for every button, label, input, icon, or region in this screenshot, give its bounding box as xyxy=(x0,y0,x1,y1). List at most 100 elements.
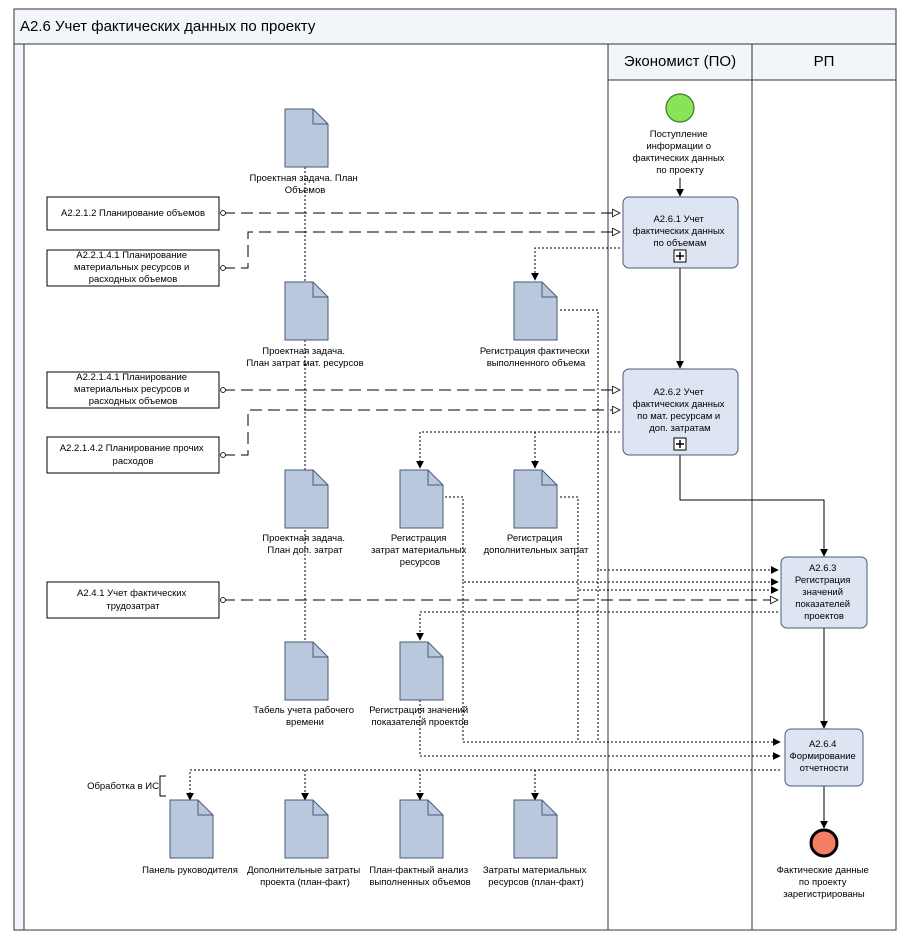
task-label-line: проектов xyxy=(804,611,844,622)
task-label-line: по объемам xyxy=(653,238,706,249)
document-plan-volumes[interactable]: Проектная задача. План Объемов xyxy=(250,108,361,196)
document-plan-additional-costs[interactable]: Проектная задача. План доп. затрат xyxy=(262,469,347,556)
annotation-label: Обработка в ИС xyxy=(87,781,159,792)
document-label-line: затрат материальных xyxy=(371,545,467,556)
ref-label-line: расходных объемов xyxy=(89,274,178,285)
svg-text:A2.6.4 Формирование: A2.6.4 Формирование отчетности xyxy=(790,739,859,774)
svg-text:Затраты материальных рес: Затраты материальных ресурсов (план-факт… xyxy=(483,865,589,888)
svg-text:Регистрация фактически в: Регистрация фактически выполненного объе… xyxy=(480,346,592,369)
external-ref-a2-2-1-4-2[interactable]: A2.2.1.4.2 Планирование прочих расходов xyxy=(46,436,220,474)
svg-text:A2.2.1.4.1 Планирование: A2.2.1.4.1 Планирование материальных рес… xyxy=(74,372,192,407)
ref-label-line: A2.4.1 Учет фактических xyxy=(77,588,187,599)
svg-text:Регистрация дополнительн: Регистрация дополнительных затрат xyxy=(484,533,589,556)
document-label-line: Объемов xyxy=(285,185,326,196)
end-event[interactable]: Фактические данные по проекту зарегистри… xyxy=(777,828,872,900)
connectors xyxy=(186,167,828,829)
task-a2-6-3[interactable]: A2.6.3 Регистрация значений показателей … xyxy=(780,556,868,629)
task-label-line: доп. затратам xyxy=(649,423,710,434)
start-event-label-line: Поступление xyxy=(650,129,708,140)
document-label-line: План доп. затрат xyxy=(267,545,343,556)
start-event[interactable]: Поступление информации о фактических дан… xyxy=(633,93,727,176)
svg-text:Регистрация значений пок: Регистрация значений показателей проекто… xyxy=(369,705,471,728)
svg-text:План-фактный анализ выпо: План-фактный анализ выполненных объемов xyxy=(369,865,470,888)
task-label-line: Регистрация xyxy=(795,575,851,586)
document-plan-fact-volumes-analysis[interactable]: План-фактный анализ выполненных объемов xyxy=(369,799,471,888)
task-label-line: отчетности xyxy=(800,763,849,774)
svg-text:Фактические данные по пр: Фактические данные по проекту зарегистри… xyxy=(777,865,872,900)
document-material-costs-registration[interactable]: Регистрация затрат материальных ресурсов xyxy=(371,469,469,568)
svg-text:Поступление информации о: Поступление информации о фактических дан… xyxy=(633,129,727,176)
external-ref-a2-4-1[interactable]: A2.4.1 Учет фактических трудозатрат xyxy=(46,581,220,619)
document-additional-costs-plan-fact[interactable]: Дополнительные затраты проекта (план-фак… xyxy=(247,799,363,888)
document-label-line: Регистрация xyxy=(507,533,563,544)
svg-text:Панель руководителя: Панель руководителя xyxy=(142,865,238,876)
subprocess-plus-icon[interactable] xyxy=(673,249,687,263)
end-event-label-line: зарегистрированы xyxy=(783,889,865,900)
svg-text:Проектная задача. План д: Проектная задача. План доп. затрат xyxy=(262,533,347,556)
lanes: Экономист (ПО) РП xyxy=(607,43,897,930)
task-label-line: A2.6.2 Учет xyxy=(653,387,704,398)
document-plan-material-costs[interactable]: Проектная задача. План затрат мат. ресур… xyxy=(246,281,364,369)
svg-text:Проектная задача. План О: Проектная задача. План Объемов xyxy=(250,173,361,196)
svg-text:Дополнительные затраты п: Дополнительные затраты проекта (план-фак… xyxy=(247,865,363,888)
document-label-line: Затраты материальных xyxy=(483,865,587,876)
document-label-line: Регистрация фактически xyxy=(480,346,590,357)
document-label-line: Панель руководителя xyxy=(142,865,238,876)
task-label-line: Формирование xyxy=(790,751,856,762)
task-label-line: значений xyxy=(802,587,843,598)
document-label-line: Дополнительные затраты xyxy=(247,865,360,876)
svg-text:A2.4.1 Учет фактических: A2.4.1 Учет фактических трудозатрат xyxy=(77,588,189,612)
document-label-line: Регистрация xyxy=(391,533,447,544)
svg-text:A2.6.3 Регистрация: A2.6.3 Регистрация значений показателей … xyxy=(795,563,853,622)
task-label-line: показателей xyxy=(795,599,850,610)
external-ref-a2-2-1-4-1[interactable]: A2.2.1.4.1 Планирование материальных рес… xyxy=(46,249,220,287)
ref-label-line: A2.2.1.4.1 Планирование xyxy=(76,372,187,383)
pool-title: A2.6 Учет фактических данных по проекту xyxy=(20,18,316,35)
svg-text:A2.2.1.2 Планирование объемов: A2.2.1.2 Планирование объемов xyxy=(61,208,205,219)
ref-label-line: расходных объемов xyxy=(89,396,178,407)
document-indicator-values-registration[interactable]: Регистрация значений показателей проекто… xyxy=(369,641,471,728)
svg-text:A2.6.1 Учет фактических: A2.6.1 Учет фактических данных по объема… xyxy=(633,214,727,249)
svg-text:A2.2.1.4.1 Планирование: A2.2.1.4.1 Планирование материальных рес… xyxy=(74,250,192,285)
ref-label-line: A2.2.1.4.2 Планирование прочих xyxy=(60,443,204,454)
lane-title-economist: Экономист (ПО) xyxy=(624,53,736,70)
task-label-line: по мат. ресурсам и xyxy=(637,411,720,422)
document-label-line: выполненного объема xyxy=(487,358,586,369)
end-event-label-line: Фактические данные xyxy=(777,865,869,876)
task-label-line: A2.6.4 xyxy=(809,739,836,750)
ref-label-line: трудозатрат xyxy=(106,601,160,612)
ref-label-line: материальных ресурсов и xyxy=(74,262,189,273)
document-label-line: выполненных объемов xyxy=(369,877,470,888)
document-label-line: План затрат мат. ресурсов xyxy=(246,358,363,369)
start-event-label-line: фактических данных xyxy=(633,153,725,164)
document-label-line: времени xyxy=(286,717,324,728)
document-label-line: ресурсов xyxy=(400,557,440,568)
document-label-line: План-фактный анализ xyxy=(369,865,468,876)
document-label-line: проекта (план-факт) xyxy=(260,877,350,888)
svg-text:A2.2.1.4.2 Планирование прочих: A2.2.1.4.2 Планирование прочих расходов xyxy=(60,443,207,467)
ref-label-line: расходов xyxy=(113,456,154,467)
document-additional-costs-registration[interactable]: Регистрация дополнительных затрат xyxy=(484,469,589,556)
ref-label-line: материальных ресурсов и xyxy=(74,384,189,395)
document-label-line: Регистрация значений xyxy=(369,705,468,716)
document-label-line: Проектная задача. План xyxy=(250,173,358,184)
external-ref-a2-2-1-4-1-second[interactable]: A2.2.1.4.1 Планирование материальных рес… xyxy=(46,371,220,409)
document-manager-dashboard[interactable]: Панель руководителя xyxy=(142,799,238,876)
document-timesheet[interactable]: Табель учета рабочего времени xyxy=(253,641,356,728)
document-material-costs-plan-fact[interactable]: Затраты материальных ресурсов (план-факт… xyxy=(483,799,589,888)
task-label-line: A2.6.3 xyxy=(809,563,836,574)
document-label-line: ресурсов (план-факт) xyxy=(488,877,584,888)
document-actual-volume-registration[interactable]: Регистрация фактически выполненного объе… xyxy=(480,281,592,369)
task-a2-6-2[interactable]: A2.6.2 Учет фактических данных по мат. р… xyxy=(622,368,739,456)
external-ref-a2-2-1-2[interactable]: A2.2.1.2 Планирование объемов xyxy=(46,196,220,231)
task-label-line: фактических данных xyxy=(633,226,725,237)
svg-text:A2.6.2 Учет фактических: A2.6.2 Учет фактических данных по мат. р… xyxy=(633,387,727,434)
document-label-line: показателей проектов xyxy=(371,717,468,728)
task-a2-6-1[interactable]: A2.6.1 Учет фактических данных по объема… xyxy=(622,196,739,269)
document-label-line: Проектная задача. xyxy=(262,533,345,544)
subprocess-plus-icon[interactable] xyxy=(673,437,687,451)
task-a2-6-4[interactable]: A2.6.4 Формирование отчетности xyxy=(784,728,864,787)
ref-label-line: A2.2.1.4.1 Планирование xyxy=(76,250,187,261)
task-label-line: фактических данных xyxy=(633,399,725,410)
